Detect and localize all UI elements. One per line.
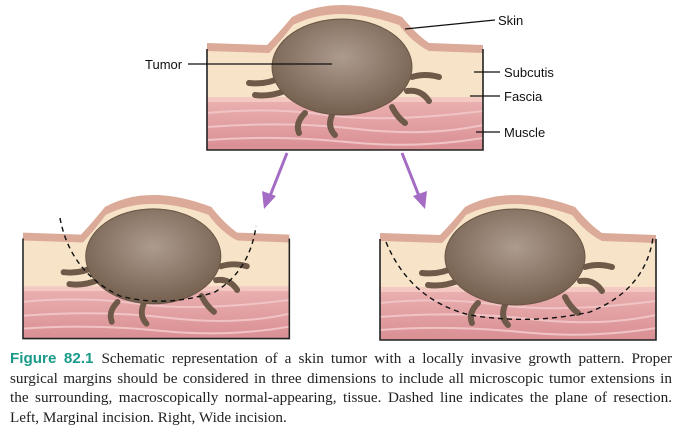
arrow-to-marginal xyxy=(262,152,289,209)
label-tumor: Tumor xyxy=(145,57,183,72)
marginal-resection-line xyxy=(59,217,257,302)
marginal-incision-panel xyxy=(23,195,289,339)
leader-lines xyxy=(188,19,500,133)
wide-resection-line xyxy=(385,237,654,321)
top-panel xyxy=(207,5,483,150)
label-subcutis: Subcutis xyxy=(504,65,554,80)
label-skin: Skin xyxy=(498,13,523,28)
caption-text: Schematic representation of a skin tumor… xyxy=(10,350,672,426)
arrow-to-wide xyxy=(400,152,427,209)
figure-number: Figure 82.1 xyxy=(10,350,94,367)
label-muscle: Muscle xyxy=(504,125,545,140)
label-fascia: Fascia xyxy=(504,89,543,104)
tumor-schematic: Skin Tumor Subcutis Fascia Muscle xyxy=(0,0,679,345)
wide-incision-panel xyxy=(380,195,656,340)
